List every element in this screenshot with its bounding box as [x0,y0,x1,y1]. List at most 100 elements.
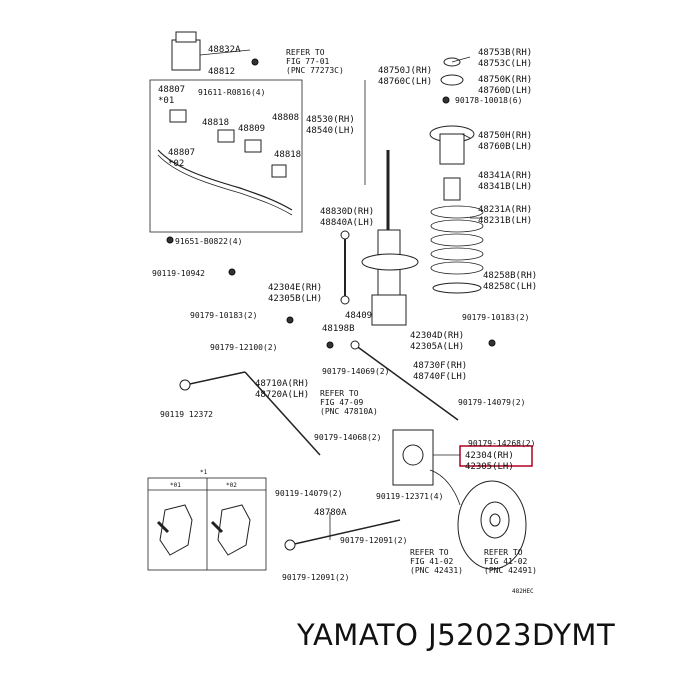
callout-line: (PNC 42431) [410,566,463,575]
callout-line: 90179-14268(2) [468,439,535,448]
callout-line: 42305(LH) [465,462,514,472]
arm-48780a [289,519,401,546]
bolt-90179-10183-b [488,339,496,347]
spring-coil-4 [430,247,484,261]
highlight-box [459,445,533,467]
inset-arrow-b [210,520,224,534]
part-callout: *1 [200,469,208,476]
part-callout: 48807*01 [158,85,185,106]
part-callout: 48730F(RH)48740F(LH) [413,361,467,382]
bracket-48832a [171,39,201,71]
arm-48780a-bushing [284,539,296,551]
bracket-top [175,31,197,43]
bolt-91651 [166,236,174,244]
part-callout: 42304E(RH)42305B(LH) [268,283,322,304]
suspension-arms-group [179,316,496,551]
nut-48750k [440,74,464,86]
callout-line: REFER TO [286,48,325,57]
part-callout: 48258B(RH)48258C(LH) [483,271,537,292]
part-callout: 48753B(RH)48753C(LH) [478,48,532,69]
part-callout: 48830D(RH)48840A(LH) [320,207,374,228]
callout-line: 48780A [314,508,347,518]
callout-line: 91651-B0822(4) [175,237,242,246]
part-callout: 90119 12372 [160,410,213,419]
callout-line: 90179-14079(2) [458,398,525,407]
mount-body [439,133,465,165]
part-callout: 91611-R0816(4) [198,88,265,97]
bolt-90119-10942 [228,268,236,276]
part-callout: 48818 [202,118,229,128]
stabilizer-bar [157,149,293,211]
callout-line: 48812 [208,67,235,77]
bump-stop-48341a [443,177,461,201]
stabilizer-detail-box [149,79,303,233]
part-callout: 48341A(RH)48341B(LH) [478,171,532,192]
callout-line: *01 [170,482,181,489]
spring-coil-2 [430,219,484,233]
knuckle-bore [402,444,424,466]
stabilizer-bar-edge [157,154,293,216]
part-callout: 90119-14079(2) [275,489,342,498]
part-callout: 48780A [314,508,347,518]
arm-bushing-left [179,379,191,391]
part-callout: 48750H(RH)48760B(LH) [478,131,532,152]
callout-line: *02 [226,482,237,489]
part-callout: 90119-10942 [152,269,205,278]
callout-line: 48818 [274,150,301,160]
part-callout: 91651-B0822(4) [175,237,242,246]
callout-line: 48809 [238,124,265,134]
callout-line: 90179-14069(2) [322,367,389,376]
callout-line: 48231B(LH) [478,216,532,226]
part-callout: 90179-12091(2) [282,573,349,582]
link-joint-top [340,230,350,240]
callout-line: 48720A(LH) [255,390,309,400]
callout-line: REFER TO [320,389,359,398]
callout-line: 48760B(LH) [478,142,532,152]
part-callout: 90179-12091(2) [340,536,407,545]
inset-arrow-a [156,520,170,534]
part-callout: 48750K(RH)48760D(LH) [478,75,532,96]
arm-48710a [244,371,321,456]
part-callout: 90179-14079(2) [458,398,525,407]
callout-line: 48341A(RH) [478,171,532,181]
callout-line: 48760C(LH) [378,77,432,87]
callout-line: FIG 47-09 [320,398,364,407]
nut-90178 [442,96,450,104]
callout-line: 48198B [322,324,355,334]
callout-line: 48740F(LH) [413,372,467,382]
part-callout: 48710A(RH)48720A(LH) [255,379,309,400]
callout-line: *02 [168,159,184,169]
part-callout: 90119-12371(4) [376,492,443,501]
callout-line: 90179-12091(2) [340,536,407,545]
part-callout: 48530(RH)48540(LH) [306,115,355,136]
callout-line: 48832A [208,45,241,55]
coil-spring-group [429,57,484,294]
part-callout: 48832A [208,45,241,55]
callout-line: 48341B(LH) [478,182,532,192]
callout-line: 48818 [202,118,229,128]
backing-plate [429,469,461,506]
callout-line: 48730F(RH) [413,361,467,371]
callout-line: 48807 [168,148,195,158]
caption: YAMATO J52023DYMT [297,618,616,652]
bushing-48818-b [217,129,235,143]
callout-line: 48753B(RH) [478,48,532,58]
callout-line: 48808 [272,113,299,123]
callout-line: 90178-10018(6) [455,96,522,105]
callout-line: 48258C(LH) [483,282,537,292]
stabilizer-bar-group [149,31,303,276]
leader-lines [199,49,483,540]
part-callout: 48231A(RH)48231B(LH) [478,205,532,226]
strut-bracket [371,294,407,326]
callout-line: FIG 41-02 [484,557,528,566]
callout-line: 48753C(LH) [478,59,532,69]
callout-line: FIG 77-01 [286,57,330,66]
callout-line: 42304E(RH) [268,283,322,293]
callout-line: *01 [158,96,174,106]
bolt-90179-12100 [326,341,334,349]
part-callout: 90179-14068(2) [314,433,381,442]
leader-line [451,56,471,63]
part-callout: 48409 [345,311,372,321]
